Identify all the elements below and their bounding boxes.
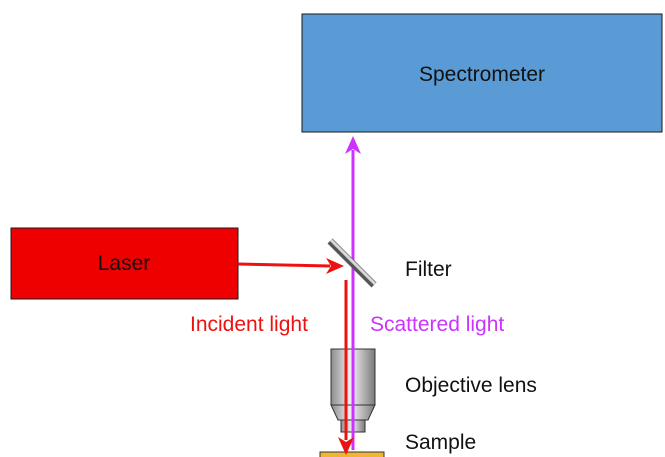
scattered-light-beam [345,136,361,450]
filter-mirror [327,238,377,288]
spectrometer-label: Spectrometer [419,63,545,86]
sample-label: Sample [405,431,476,454]
filter-highlight [329,238,377,286]
spectrometer-body [301,13,663,133]
sample-slab [319,451,385,457]
incident-beam-horizontal [237,262,331,268]
incident-beam-arrowhead-down [338,437,354,455]
laser-box: Laser [10,227,239,300]
filter-label: Filter [405,258,452,281]
incident-beam-arrowhead-right [326,258,344,274]
scattered-beam-arrowhead [345,136,361,154]
scattered-light-label: Scattered light [370,313,504,336]
laser-body [10,227,239,300]
spectrometer-box: Spectrometer [301,13,663,133]
objective-lens-label: Objective lens [405,374,537,397]
laser-label: Laser [98,252,151,275]
incident-light-beam [237,258,354,455]
incident-light-label: Incident light [190,313,308,336]
